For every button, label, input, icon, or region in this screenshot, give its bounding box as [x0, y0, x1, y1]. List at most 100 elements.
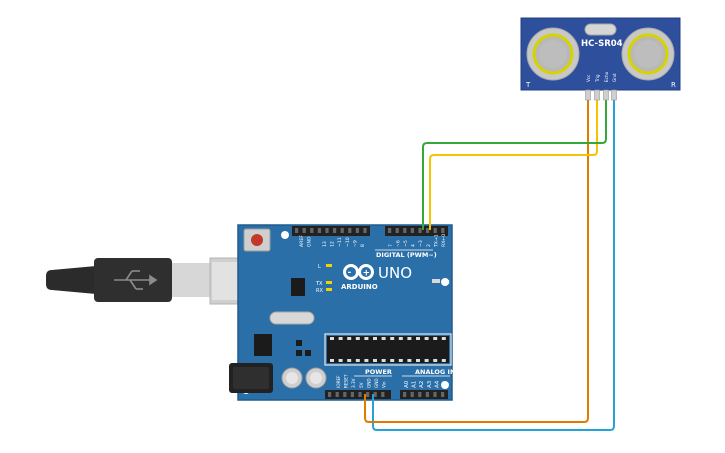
pin-label: ~10	[345, 237, 351, 247]
capacitor	[281, 367, 303, 389]
header-socket[interactable]	[426, 228, 430, 233]
header-socket[interactable]	[310, 228, 314, 233]
header-socket[interactable]	[302, 228, 306, 233]
wire-trig[interactable]	[429, 100, 598, 230]
chip-pin	[338, 359, 343, 362]
wires	[364, 100, 615, 431]
header-socket[interactable]	[433, 392, 437, 397]
chip-pin	[390, 337, 395, 340]
chip-pin	[373, 359, 377, 362]
chip-pin	[364, 337, 369, 340]
header-socket[interactable]	[335, 392, 339, 397]
analog-pin-label: A3	[427, 380, 433, 388]
chip-pin	[441, 337, 446, 340]
wire-vcc[interactable]	[364, 100, 589, 423]
pin-label: GND	[307, 236, 313, 247]
chip-pin	[398, 337, 403, 340]
chip-pin	[390, 359, 395, 362]
pin-label: 13	[322, 241, 328, 247]
capacitor	[305, 367, 327, 389]
chip-pin	[433, 337, 438, 340]
usb-symbol-icon	[114, 270, 158, 290]
chip-pin	[441, 359, 446, 362]
sensor-pin[interactable]	[594, 89, 600, 101]
header-socket[interactable]	[381, 392, 385, 397]
header-socket[interactable]	[317, 228, 321, 233]
header-block	[385, 226, 448, 236]
header-socket[interactable]	[395, 228, 399, 233]
usb-chip	[291, 278, 305, 296]
sensor-crystal	[584, 23, 617, 36]
smd-component	[305, 350, 311, 356]
header-socket[interactable]	[373, 392, 377, 397]
header-socket[interactable]	[358, 392, 362, 397]
chip-pin	[416, 359, 420, 362]
sensor-pin-label: Gnd	[612, 73, 617, 82]
header-socket[interactable]	[441, 228, 445, 233]
header-socket[interactable]	[363, 228, 367, 233]
header-socket[interactable]	[366, 392, 370, 397]
header-socket[interactable]	[418, 228, 422, 233]
power-pin-label: RESET	[344, 374, 349, 388]
chip-pin	[407, 337, 412, 340]
header-socket[interactable]	[295, 228, 299, 233]
header-socket[interactable]	[403, 392, 407, 397]
chip-pin	[330, 337, 334, 340]
pin-label: 2	[426, 244, 432, 247]
sensor-pin[interactable]	[603, 89, 609, 101]
header-socket[interactable]	[410, 228, 414, 233]
header-socket[interactable]	[403, 228, 407, 233]
analog-pin-label: A1	[412, 381, 418, 388]
header-socket[interactable]	[350, 392, 354, 397]
pin-label: ~5	[403, 240, 409, 247]
wire-echo[interactable]	[422, 100, 607, 230]
board-model: UNO	[378, 264, 412, 282]
header-socket[interactable]	[355, 228, 359, 233]
analog-pin-label: A2	[419, 381, 425, 388]
header-socket[interactable]	[343, 392, 347, 397]
pin-label: 8	[360, 244, 366, 247]
sensor-pin[interactable]	[585, 89, 591, 101]
power-label: POWER	[365, 368, 392, 376]
header-socket[interactable]	[333, 228, 337, 233]
reset-button[interactable]	[243, 228, 271, 252]
pin-label: AREF	[299, 235, 305, 247]
led-l	[326, 264, 332, 267]
voltage-regulator	[254, 334, 272, 356]
header-socket[interactable]	[410, 392, 414, 397]
chip-pin	[416, 337, 420, 340]
sensor-model: HC-SR04	[581, 39, 623, 49]
sensor-pin-label: Echo	[604, 71, 609, 82]
header-socket[interactable]	[340, 228, 344, 233]
pin-label: ~6	[395, 240, 401, 247]
receiver-mark: R	[671, 81, 676, 89]
chip-pin	[347, 359, 352, 362]
arduino-board: DIGITAL (PWM~) L TX RX - + UNO ARDUINO O…	[229, 224, 455, 401]
header-socket[interactable]	[425, 392, 429, 397]
wire-gnd[interactable]	[372, 100, 615, 431]
on-label: ON	[442, 280, 450, 286]
chip-pin	[338, 337, 343, 340]
digital-header[interactable]	[292, 226, 448, 236]
header-socket[interactable]	[328, 392, 332, 397]
smd-component	[296, 350, 302, 356]
header-socket[interactable]	[433, 228, 437, 233]
header-socket[interactable]	[388, 228, 392, 233]
header-socket[interactable]	[418, 392, 422, 397]
sensor-pin[interactable]	[611, 89, 617, 101]
header-socket[interactable]	[325, 228, 329, 233]
led-tx-label: TX	[315, 281, 323, 287]
pin-label: 4	[411, 244, 417, 247]
mount-hole	[441, 278, 449, 286]
header-socket[interactable]	[348, 228, 352, 233]
pin-label: TX→1	[433, 234, 439, 248]
chip-pin	[355, 337, 360, 340]
pin-label: 7	[388, 244, 394, 247]
power-led	[432, 279, 440, 283]
pin-label: ~11	[337, 237, 343, 247]
header-socket[interactable]	[441, 392, 445, 397]
power-header[interactable]	[325, 390, 391, 399]
transmitter-mark: T	[525, 81, 531, 89]
analog-header[interactable]	[400, 390, 448, 399]
